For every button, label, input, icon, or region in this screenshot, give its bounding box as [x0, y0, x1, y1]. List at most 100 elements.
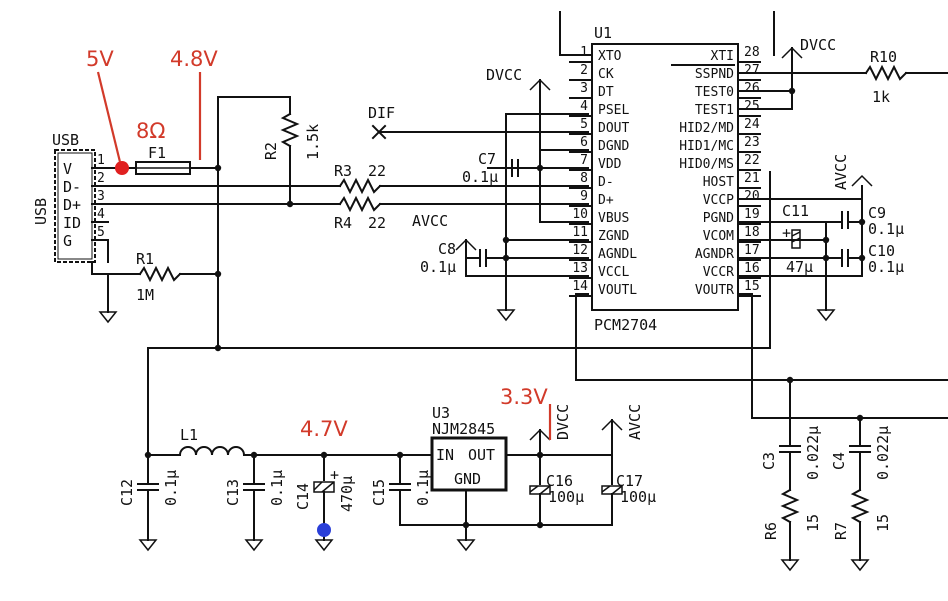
- r7-ref: R7: [832, 522, 850, 540]
- resistor-r10: R10 1k: [864, 48, 948, 106]
- u1-pin-name-28: XTI: [711, 49, 734, 64]
- c8-ref: C8: [438, 240, 456, 258]
- dvcc-top-label: DVCC: [486, 66, 522, 84]
- c17-val: 100μ: [620, 488, 656, 506]
- u1-pin-num-22: 22: [744, 153, 760, 168]
- u1-pin-name-11: ZGND: [598, 229, 629, 244]
- u1-pin-name-27: SSPND: [695, 67, 734, 82]
- u1-pin-name-1: XTO: [598, 49, 622, 64]
- c14-ref: C14: [294, 483, 312, 510]
- c8-val: 0.1μ: [420, 258, 456, 276]
- c7-ref: C7: [478, 150, 496, 168]
- resistor-r1: R1 1M: [107, 250, 219, 304]
- regulator-u3: U3 NJM2845 IN OUT GND: [430, 404, 508, 492]
- r6-ref: R6: [762, 522, 780, 540]
- l1-label: L1: [180, 426, 198, 444]
- resistor-r6: R6 15: [762, 488, 822, 572]
- capacitor-c3: C3 0.022μ: [760, 379, 822, 491]
- u1-pin-num-25: 25: [744, 99, 760, 114]
- dif-label: DIF: [368, 104, 395, 122]
- u1-pin-num-1: 1: [580, 45, 588, 60]
- dif-noconnect: DIF: [368, 104, 589, 140]
- c4-ref: C4: [830, 452, 848, 470]
- avcc-low-label: AVCC: [626, 404, 644, 440]
- r2-ref: R2: [262, 142, 280, 160]
- c13-ref: C13: [224, 479, 242, 506]
- capacitor-c4: C4 0.022μ: [830, 417, 892, 491]
- u1-pin-name-3: DT: [598, 85, 614, 100]
- c11-val: 47μ: [786, 258, 813, 276]
- avcc-right-label: AVCC: [832, 154, 850, 190]
- c9-ref: C9: [868, 204, 886, 222]
- capacitor-c12: C12 0.1μ: [118, 454, 180, 552]
- u3-gnd: GND: [454, 470, 481, 488]
- annotation-5v: 5V: [86, 47, 114, 71]
- resistor-r7: R7 15: [832, 488, 892, 572]
- c16-val: 100μ: [548, 488, 584, 506]
- u1-pin-num-27: 27: [744, 63, 760, 78]
- r2-val: 1.5k: [304, 124, 322, 160]
- u3-part: NJM2845: [432, 420, 495, 438]
- ic-u1-pcm2704: U1 PCM2704: [559, 11, 775, 334]
- r10-val: 1k: [872, 88, 890, 106]
- inductor-l1: L1: [178, 426, 246, 457]
- capacitor-c17: AVCC C17 100μ: [601, 404, 656, 526]
- capacitor-c11: + C11 47μ: [782, 202, 813, 276]
- u1-pin-name-8: D-: [598, 175, 614, 190]
- usb-pin-name-id: ID: [63, 214, 81, 232]
- u1-pin-num-5: 5: [580, 117, 588, 132]
- u1-pin-num-24: 24: [744, 117, 760, 132]
- probe-dot-gnd: [317, 523, 331, 537]
- usb-pin-num-3: 3: [97, 189, 105, 204]
- u1-pin-num-26: 26: [744, 81, 760, 96]
- capacitor-c9: C9 0.1μ: [825, 204, 904, 238]
- c7-val: 0.1μ: [462, 168, 498, 186]
- u1-pin-name-16: VCCR: [703, 265, 734, 280]
- u1-part: PCM2704: [594, 316, 657, 334]
- c3-ref: C3: [760, 452, 778, 470]
- usb-pin-name-v: V: [63, 160, 72, 178]
- u1-pin-num-10: 10: [572, 207, 588, 222]
- annotation-8ohm: 8Ω: [136, 119, 165, 143]
- u1-pin-name-12: AGNDL: [598, 247, 637, 262]
- c11-plus: +: [782, 224, 791, 242]
- usb-title: USB: [52, 131, 79, 149]
- c12-val: 0.1μ: [162, 470, 180, 506]
- usb-connector: USB USB V D- D+ ID G 1 2 3 4 5: [32, 131, 113, 275]
- junction-dots: [144, 87, 866, 529]
- u1-pin-num-6: 6: [580, 135, 588, 150]
- capacitor-c15: C15 0.1μ: [370, 454, 432, 526]
- c4-val: 0.022μ: [874, 426, 892, 480]
- u1-pin-name-21: HOST: [703, 175, 734, 190]
- annotation-3-3v: 3.3V: [500, 385, 548, 409]
- u1-pin-num-17: 17: [744, 243, 760, 258]
- capacitor-c7: C7 0.1μ: [462, 150, 541, 186]
- r4-val: 22: [368, 214, 386, 232]
- u1-pin-name-9: D+: [598, 193, 614, 208]
- u1-pin-name-19: PGND: [703, 211, 734, 226]
- u1-pin-name-5: DOUT: [598, 121, 629, 136]
- usb-pin-name-dminus: D-: [63, 178, 81, 196]
- u1-pin-num-11: 11: [572, 225, 588, 240]
- capacitor-c14: + C14 470μ: [294, 454, 356, 552]
- u1-pin-num-12: 12: [572, 243, 588, 258]
- u1-pin-name-14: VOUTL: [598, 283, 637, 298]
- c16-ref: C16: [546, 472, 573, 490]
- u1-pin-name-18: VCOM: [703, 229, 734, 244]
- u1-pin-num-19: 19: [744, 207, 760, 222]
- c13-val: 0.1μ: [268, 470, 286, 506]
- dvcc-right-label: DVCC: [800, 36, 836, 54]
- u1-pin-name-4: PSEL: [598, 103, 629, 118]
- u1-pin-name-24: HID2/MD: [679, 121, 734, 136]
- c14-plus: +: [330, 466, 339, 484]
- u1-pin-num-9: 9: [580, 189, 588, 204]
- u1-pin-name-13: VCCL: [598, 265, 629, 280]
- r3-ref: R3: [334, 162, 352, 180]
- c9-val: 0.1μ: [868, 220, 904, 238]
- u1-pin-num-8: 8: [580, 171, 588, 186]
- c17-ref: C17: [616, 472, 643, 490]
- c11-ref: C11: [782, 202, 809, 220]
- u1-pin-name-25: TEST1: [695, 103, 734, 118]
- r10-ref: R10: [870, 48, 897, 66]
- u1-pin-num-21: 21: [744, 171, 760, 186]
